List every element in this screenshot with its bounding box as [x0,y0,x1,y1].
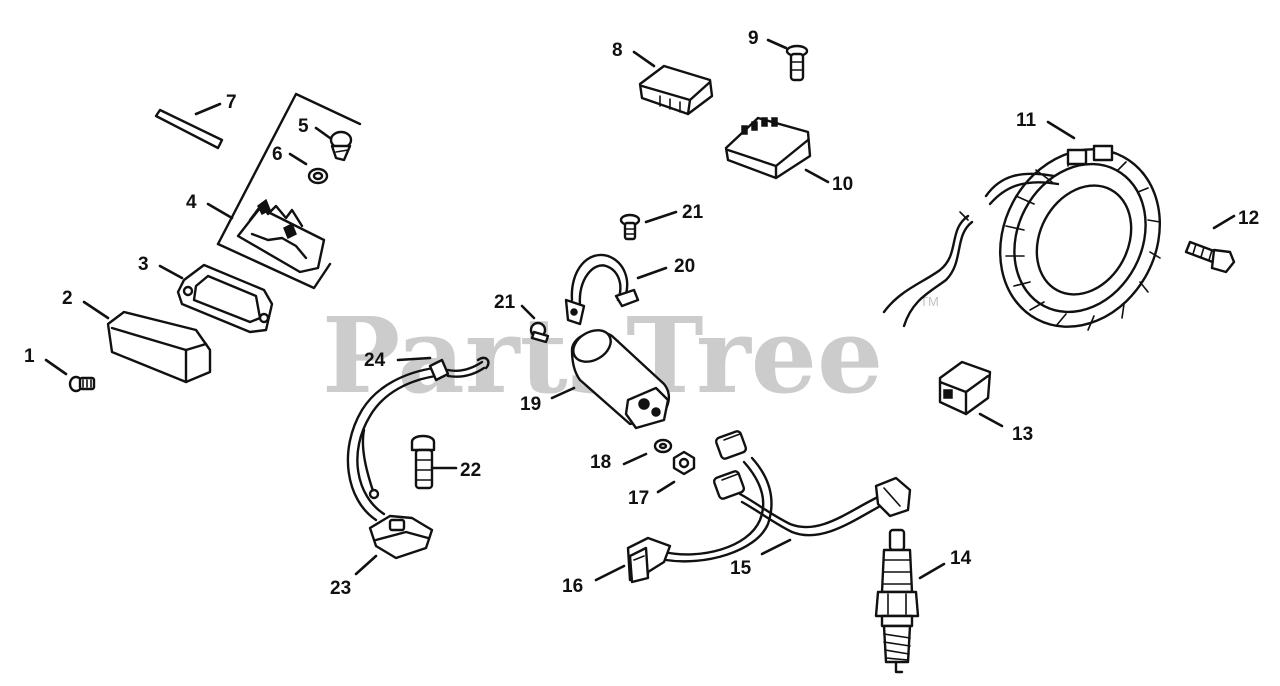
callout-21-upper: 21 [682,202,704,223]
part-16-boot[interactable] [626,536,672,584]
part-21-screw-upper[interactable] [619,213,641,241]
part-21-screw-lower[interactable] [529,321,550,344]
callout-8: 8 [612,40,623,61]
watermark-trademark: TM [920,294,939,309]
part-22-bolt[interactable] [410,434,436,490]
part-6-washer[interactable] [307,167,329,185]
part-23-sensor[interactable] [346,366,438,560]
part-15-lead[interactable] [662,430,912,563]
part-8-module[interactable] [638,64,714,116]
callout-23: 23 [330,578,351,599]
callout-7: 7 [226,92,237,113]
callout-20: 20 [674,256,695,277]
callout-3: 3 [138,254,149,275]
callout-9: 9 [748,28,759,49]
callout-2: 2 [62,288,73,309]
part-24-clip[interactable] [428,356,490,382]
callout-16: 16 [562,576,583,597]
callout-18: 18 [590,452,611,473]
callout-22: 22 [460,460,481,481]
part-5-screw[interactable] [329,130,353,162]
leader-lines [44,38,1236,582]
callout-19: 19 [520,394,541,415]
part-2-block[interactable] [106,310,212,384]
part-20-clamp[interactable] [564,253,640,326]
part-12-bolt[interactable] [1184,240,1236,274]
part-14-spark-plug[interactable] [874,528,920,674]
callout-15: 15 [730,558,752,579]
part-13-connector[interactable] [938,360,992,416]
part-7-pin[interactable] [154,108,224,150]
callout-5: 5 [298,116,309,137]
part-3-gasket[interactable] [176,263,274,334]
part-9-bolt[interactable] [785,44,809,82]
callout-12: 12 [1238,208,1259,229]
callout-13: 13 [1012,424,1033,445]
part-1-screw[interactable] [68,375,96,393]
callout-14: 14 [950,548,972,569]
callout-17: 17 [628,488,649,509]
part-10-regulator[interactable] [724,116,812,180]
part-18-washer[interactable] [653,438,673,454]
callout-21-lower: 21 [494,292,516,313]
callout-11: 11 [1016,110,1037,131]
callout-4: 4 [186,192,197,213]
callout-24: 24 [364,350,386,371]
callout-10: 10 [832,174,853,195]
callout-1: 1 [24,346,35,367]
callout-6: 6 [272,144,283,165]
part-17-nut[interactable] [672,450,696,476]
callout-labels: 1 2 3 4 5 6 7 8 9 10 11 12 13 14 15 16 1… [24,28,1259,599]
part-4-bracket-plate[interactable] [216,92,362,290]
part-19-coil[interactable] [568,324,671,430]
part-11-stator[interactable] [882,121,1190,355]
